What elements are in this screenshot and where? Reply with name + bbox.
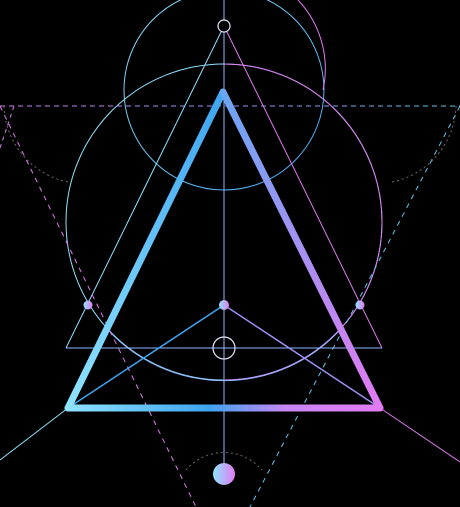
inverted-triangle-right-edge xyxy=(249,105,460,507)
main-triangle-right-edge xyxy=(219,88,384,412)
left-dotted-arc xyxy=(3,105,69,183)
right-dotted-arc xyxy=(391,105,457,183)
chevron-left xyxy=(67,304,225,409)
center-dot xyxy=(219,300,229,310)
large-circle-right-arc xyxy=(223,63,383,381)
left-ray xyxy=(0,407,69,461)
tall-triangle-left xyxy=(65,25,225,349)
main-triangle-left-edge xyxy=(64,88,227,412)
center-ring xyxy=(212,336,236,360)
top-small-ring xyxy=(217,19,231,33)
right-dot xyxy=(355,300,365,310)
right-ray xyxy=(379,407,460,463)
top-circle-right-arc xyxy=(297,0,326,91)
left-dot xyxy=(83,300,93,310)
bottom-dot xyxy=(213,463,235,485)
tall-triangle-right xyxy=(223,25,383,349)
chevron-right xyxy=(223,304,381,409)
bottom-dotted-arc xyxy=(185,452,263,471)
inverted-triangle-left-edge xyxy=(0,105,197,507)
